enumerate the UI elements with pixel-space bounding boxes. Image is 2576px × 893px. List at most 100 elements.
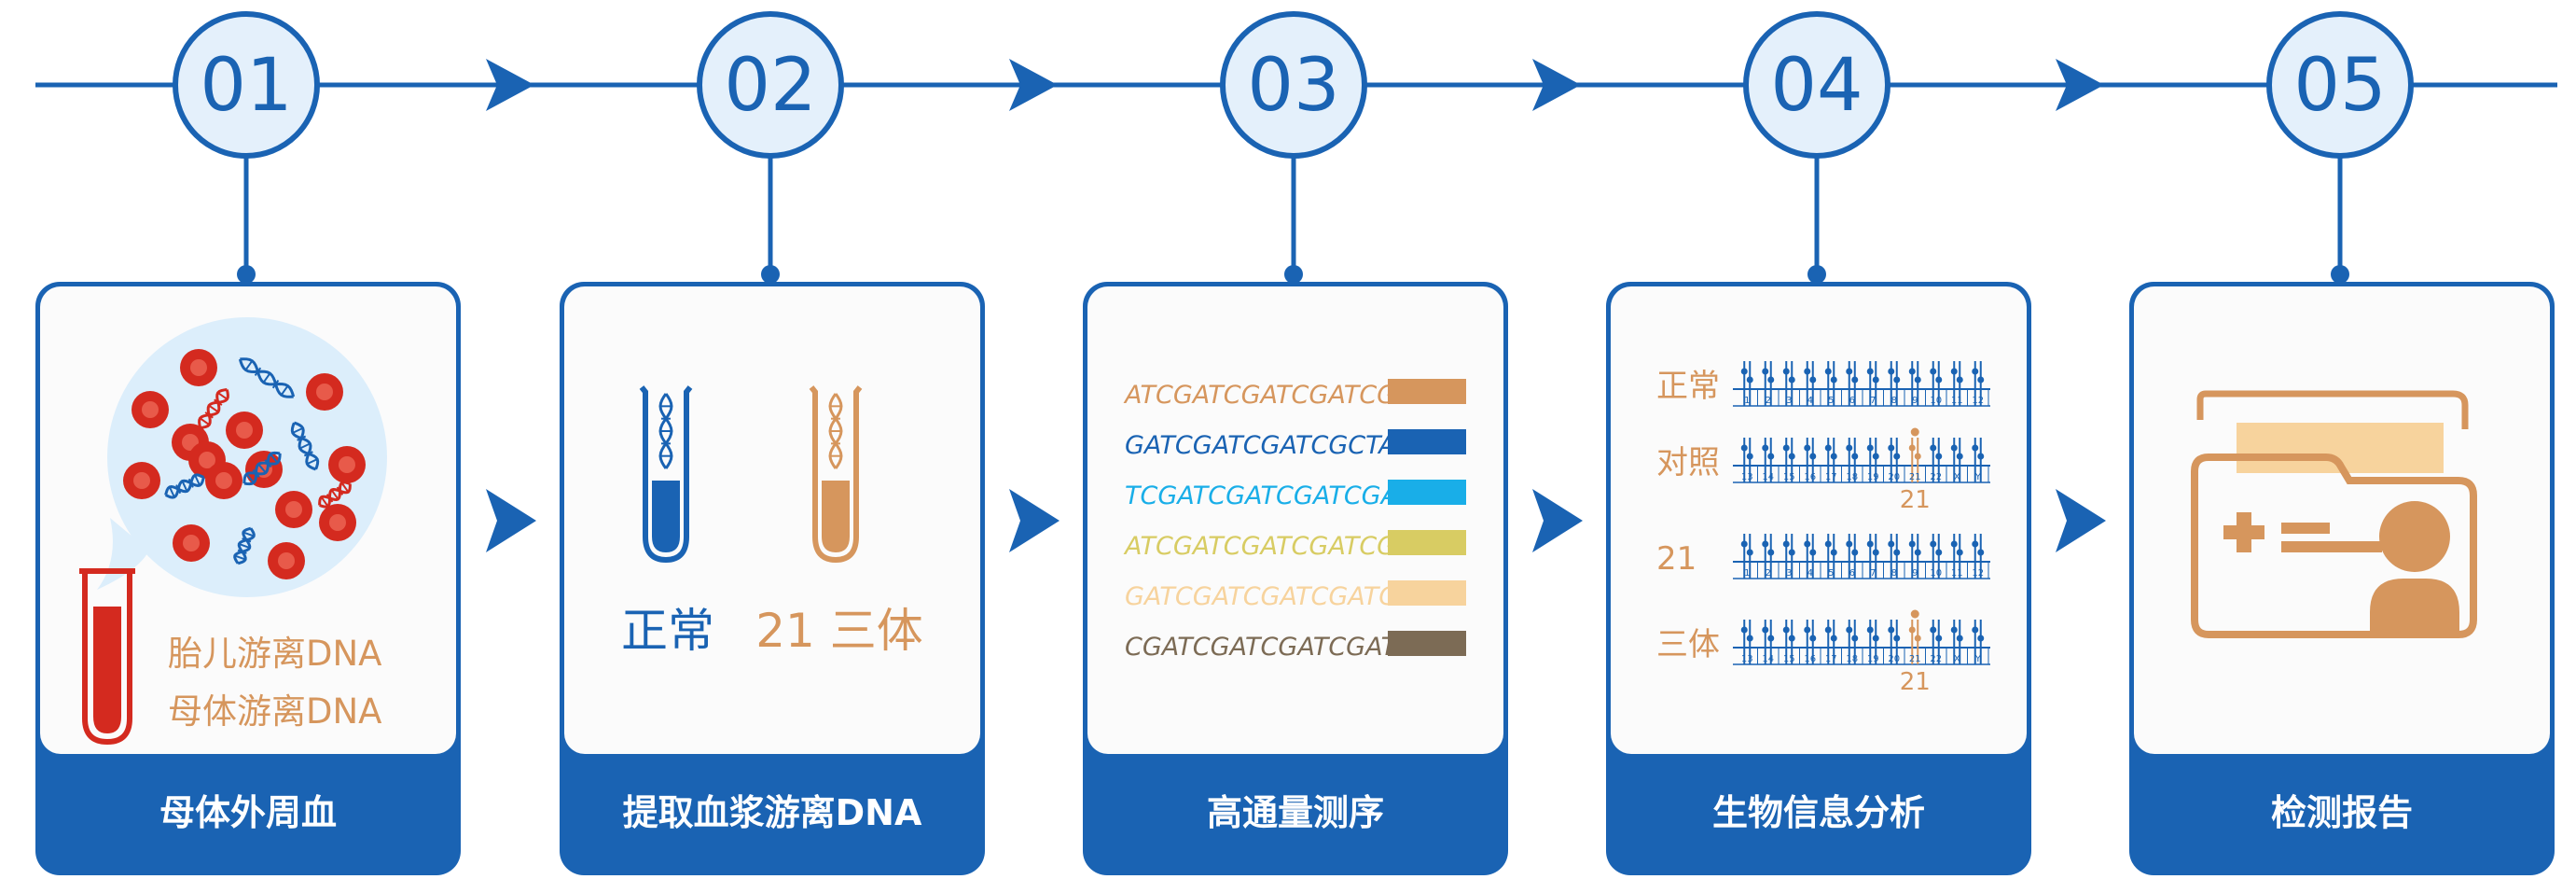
karyotype-row-label: 对照 [1656, 444, 1720, 481]
card-body [1087, 286, 1503, 754]
step-number-circle [1220, 11, 1367, 159]
card-report-content [2191, 390, 2477, 638]
trisomy-test-tube-icon [809, 385, 863, 564]
sequence-text: ATCGATCGATCGATCG [1123, 532, 1396, 561]
chromosome-number: 6 [1849, 396, 1855, 406]
connector-dot [1284, 265, 1303, 284]
chromosome-number: 10 [1930, 396, 1942, 406]
chromosome-number: 11 [1951, 568, 1963, 579]
dna-icon [318, 481, 352, 509]
arrow-right-icon [486, 59, 534, 111]
card-arrows [486, 489, 2106, 552]
connector-dot [237, 265, 256, 284]
dna-icon [233, 526, 256, 565]
chromosome-number: 20 [1888, 654, 1900, 664]
dna-icon [238, 357, 296, 398]
sequence-text: TCGATCGATCGATCGA [1125, 481, 1398, 510]
chromosome-number: 7 [1870, 568, 1876, 579]
step-title: 生物信息分析 [1712, 792, 1925, 833]
chromosome-number: 3 [1786, 396, 1792, 406]
sequence-color-bar [1388, 530, 1466, 555]
trisomy-label: 21 三体 [755, 604, 923, 658]
folder-icon [2191, 453, 2477, 638]
sequence-color-bar [1388, 631, 1466, 656]
step-number-circle [1743, 11, 1890, 159]
chromosome-number: 1 [1744, 396, 1750, 406]
arrow-right-icon [2056, 489, 2106, 552]
chromosome-number: 21 [1909, 472, 1921, 482]
step-title: 高通量测序 [1207, 792, 1384, 833]
step-number: 02 [724, 44, 816, 128]
chromosome-number: 13 [1741, 654, 1753, 664]
chromosome-number: 1 [1744, 568, 1750, 579]
connector-dot [761, 265, 780, 284]
step-number-circle [697, 11, 844, 159]
step-number: 01 [200, 44, 292, 128]
chromosome-number: 15 [1783, 654, 1795, 664]
karyotype-row-label: 正常 [1656, 368, 1720, 405]
step-card: 提取血浆游离DNA [560, 282, 985, 875]
card-body [1611, 286, 2027, 754]
highlight-number: 21 [1900, 486, 1931, 514]
chromosome-number: 7 [1870, 396, 1876, 406]
normal-test-tube-icon [639, 385, 693, 564]
sequence-text: GATCGATCGATCGATC [1125, 582, 1396, 611]
chromosome-number: 22 [1930, 654, 1942, 664]
step-title: 母体外周血 [159, 792, 337, 833]
extra-chromosome [1910, 609, 1919, 619]
sequence-color-bar [1388, 480, 1466, 505]
folder-back [2196, 390, 2469, 429]
chromosome-number: 15 [1783, 472, 1795, 482]
karyotype-row-label: 三体 [1656, 626, 1720, 663]
chromosome-number: 5 [1828, 396, 1834, 406]
chromosome-number: 20 [1888, 472, 1900, 482]
chromosome-number: 17 [1825, 654, 1837, 664]
chromosome-number: 12 [1972, 396, 1984, 406]
chromosome-number: 2 [1766, 396, 1771, 406]
highlight-number: 21 [1900, 668, 1931, 696]
card-body [564, 286, 980, 754]
fetal-dna-label: 胎儿游离DNA [168, 634, 381, 674]
sequence-color-bar [1388, 429, 1466, 454]
sequence-text: GATCGATCGATCGCTA [1125, 431, 1396, 460]
chromosome-number: 4 [1807, 396, 1813, 406]
step-number-circle [2266, 11, 2414, 159]
card-sequencing-content: ATCGATCGATCGATCG GATCGATCGATCGCTA TCGATCGA… [1123, 379, 1466, 662]
chromosome-number: 16 [1804, 472, 1816, 482]
chromosome-number: 2 [1766, 568, 1771, 579]
blood-fill [93, 607, 121, 733]
chromosome-number: 14 [1762, 654, 1774, 664]
arrow-right-icon [1009, 489, 1059, 552]
chromosome-number: 21 [1909, 654, 1921, 664]
blood-tube-icon [82, 569, 132, 746]
sequence-text: CGATCGATCGATCGAT [1125, 633, 1399, 662]
chromosome-number: X [1954, 472, 1960, 482]
step-title: 提取血浆游离DNA [623, 792, 922, 833]
chromosome-number: 10 [1930, 568, 1942, 579]
chromosome-number: 8 [1891, 568, 1897, 579]
arrow-right-icon [486, 489, 536, 552]
chromosome-number: 9 [1912, 396, 1918, 406]
timeline-arrows [486, 59, 2104, 111]
connector-dot [2331, 265, 2349, 284]
chromosome-number: 18 [1846, 472, 1858, 482]
chromosome-number: 16 [1804, 654, 1816, 664]
arrow-right-icon [2056, 59, 2104, 111]
step-title: 检测报告 [2271, 792, 2413, 833]
karyotype-row-label: 21 [1656, 540, 1697, 578]
sequence-color-bar [1388, 379, 1466, 404]
chromosome-number: 12 [1972, 568, 1984, 579]
normal-label: 正常 [621, 604, 714, 658]
chromosome-number: 6 [1849, 568, 1855, 579]
step-card: 高通量测序 [1083, 282, 1508, 875]
dna-icon [290, 421, 320, 471]
sequence-text: ATCGATCGATCGATCG [1123, 381, 1396, 410]
step-number: 03 [1247, 44, 1339, 128]
step-cards: 母体外周血 提取血浆游离DNA 高通量测序 生物信息分析 检测报告 [35, 282, 2555, 875]
chromosome-number: 18 [1846, 654, 1858, 664]
chromosome-number: 19 [1867, 472, 1879, 482]
chromosome-number: 17 [1825, 472, 1837, 482]
